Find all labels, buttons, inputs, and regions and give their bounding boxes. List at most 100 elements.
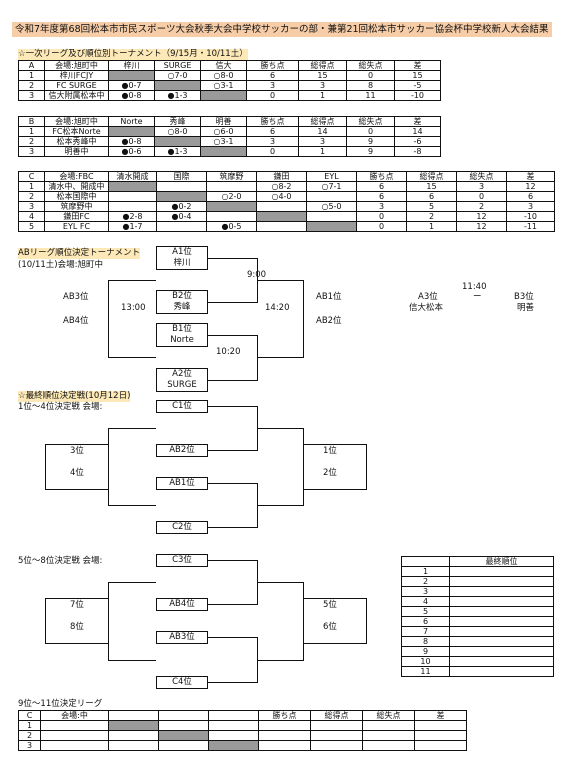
table-cell: 6 xyxy=(356,191,407,202)
rank-team-cell xyxy=(449,646,554,657)
table-cell: 3 xyxy=(506,201,555,212)
header-cell xyxy=(401,556,450,567)
table-cell xyxy=(158,720,209,731)
table-cell xyxy=(108,191,157,202)
rank-team-cell xyxy=(449,606,554,617)
table-cell: ○7-1 xyxy=(306,181,357,192)
table-cell xyxy=(200,146,247,157)
table-row: 8 xyxy=(401,636,554,647)
table-cell: 4 xyxy=(18,211,45,222)
header-cell: 差 xyxy=(394,116,441,127)
header-cell: C xyxy=(18,710,41,721)
table-cell: 0 xyxy=(246,90,299,101)
table-cell xyxy=(158,730,209,741)
table-cell: 3 xyxy=(298,80,347,91)
table-cell xyxy=(362,720,415,731)
table-cell xyxy=(108,201,157,212)
table-row: 2 xyxy=(18,730,467,741)
slot-ab1: AB1位 xyxy=(156,477,208,490)
rank-team-cell xyxy=(449,586,554,597)
table-cell xyxy=(156,191,207,202)
table-cell: ○8-0 xyxy=(154,126,201,137)
table-cell: 14 xyxy=(298,126,347,137)
table-cell: ○5-0 xyxy=(306,201,357,212)
table-header-row: 最終順位 xyxy=(401,556,554,567)
header-cell: 総得点 xyxy=(298,116,347,127)
rank-number: 1 xyxy=(401,566,450,577)
table-cell xyxy=(200,90,247,101)
table-cell xyxy=(306,191,357,202)
page-title: 令和7年度第68回松本市市民スポーツ大会秋季大会中学校サッカーの部・兼第21回松… xyxy=(12,22,552,37)
place-1: 1位 xyxy=(323,446,337,456)
table-cell: 15 xyxy=(394,70,441,81)
table-cell: 1 xyxy=(406,221,457,232)
rank-number: 10 xyxy=(401,656,450,667)
table-cell: 15 xyxy=(406,181,457,192)
table-cell: 0 xyxy=(356,221,407,232)
table-cell xyxy=(306,221,357,232)
table-row: 1 xyxy=(18,720,467,731)
table-cell: ○7-0 xyxy=(154,70,201,81)
table-cell: ●0-5 xyxy=(206,221,257,232)
team-name-cell: 松本秀峰中 xyxy=(44,136,109,147)
slot-c1: C1位 xyxy=(156,400,208,413)
table-cell xyxy=(208,720,259,731)
team-name-cell xyxy=(40,730,109,741)
table-cell xyxy=(258,730,311,741)
table-cell xyxy=(156,221,207,232)
rank-team-cell xyxy=(449,666,554,677)
table-cell: ●1-3 xyxy=(154,90,201,101)
table-cell: 12 xyxy=(456,211,507,222)
rank-number: 6 xyxy=(401,616,450,627)
header-cell: 明善 xyxy=(200,116,247,127)
header-cell: 勝ち点 xyxy=(246,60,299,71)
ab-tournament-heading: ABリーグ順位決定トーナメント xyxy=(18,248,141,259)
header-cell: 総得点 xyxy=(298,60,347,71)
header-cell: 秀峰 xyxy=(154,116,201,127)
section-league-heading: ☆一次リーグ及び順位別トーナメント（9/15月・10/11土） xyxy=(18,49,248,60)
table-cell: 3 xyxy=(18,90,45,101)
league-9-11-heading: 9位～11位決定リーグ xyxy=(18,699,103,709)
table-cell: 2 xyxy=(18,136,45,147)
time-1020: 10:20 xyxy=(216,347,241,357)
team-name-cell: 梓川FCJY xyxy=(44,70,109,81)
header-cell: 総失点 xyxy=(456,171,507,182)
table-cell: 6 xyxy=(506,191,555,202)
team-name-cell: 筑摩野中 xyxy=(44,201,109,212)
table-cell: 5 xyxy=(18,221,45,232)
header-cell: 差 xyxy=(506,171,555,182)
time-900: 9:00 xyxy=(247,270,267,280)
table-cell: 15 xyxy=(298,70,347,81)
table-cell xyxy=(306,211,357,222)
table-cell: 1 xyxy=(18,126,45,137)
table-row: 2 xyxy=(401,576,554,587)
table-cell: 6 xyxy=(406,191,457,202)
table-cell: 3 xyxy=(246,136,299,147)
rank-team-cell xyxy=(449,626,554,637)
table-cell: ○4-0 xyxy=(256,191,307,202)
table-cell: 0 xyxy=(246,146,299,157)
rank-number: 7 xyxy=(401,626,450,637)
slot-b2-team: 秀峰 xyxy=(173,302,191,312)
table-cell: 6 xyxy=(356,181,407,192)
table-cell: 12 xyxy=(506,181,555,192)
table-cell xyxy=(108,720,159,731)
ab2-label: AB2位 xyxy=(316,316,342,326)
table-cell: 12 xyxy=(456,221,507,232)
extra-match-time: 11:40 xyxy=(462,282,487,292)
table-row: 1 xyxy=(401,566,554,577)
table-cell: ○8-0 xyxy=(200,70,247,81)
rank-team-cell xyxy=(449,596,554,607)
place-4: 4位 xyxy=(70,468,84,478)
rank-team-cell xyxy=(449,616,554,627)
header-cell: 勝ち点 xyxy=(246,116,299,127)
table-cell xyxy=(256,201,307,212)
table-cell: 11 xyxy=(346,90,395,101)
ab3-label: AB3位 xyxy=(63,292,89,302)
